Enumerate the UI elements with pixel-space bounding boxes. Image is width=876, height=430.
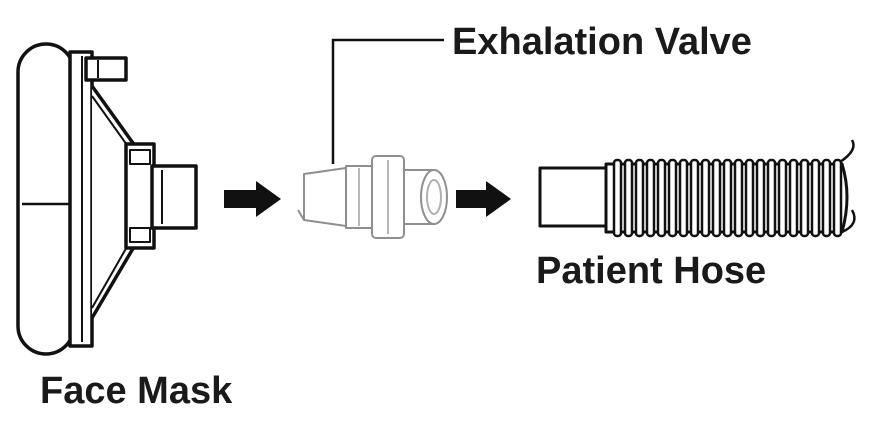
hose-corrugations xyxy=(612,158,843,238)
hose-rib xyxy=(634,158,645,238)
hose-rib xyxy=(623,158,634,238)
hose-rib xyxy=(766,158,777,238)
hose-rib xyxy=(722,158,733,238)
hose-rib xyxy=(667,158,678,238)
face-mask xyxy=(16,42,198,356)
hose-rib xyxy=(744,158,755,238)
hose-rib xyxy=(733,158,744,238)
valve-body xyxy=(303,167,347,227)
patient-hose xyxy=(538,139,856,238)
hose-cut-end xyxy=(839,139,856,234)
exhalation-valve-label: Exhalation Valve xyxy=(452,21,752,63)
hose-rib xyxy=(612,158,623,238)
patient-hose-label: Patient Hose xyxy=(536,250,767,292)
hose-rib xyxy=(678,158,689,238)
valve-leader-line xyxy=(331,38,444,164)
mask-strap-clip xyxy=(84,56,128,82)
hose-rib xyxy=(799,158,810,238)
hose-rib xyxy=(810,158,821,238)
hose-rib xyxy=(700,158,711,238)
hose-rib xyxy=(755,158,766,238)
exhalation-valve xyxy=(297,155,448,239)
right-arrow-icon xyxy=(224,181,281,217)
hose-rib xyxy=(821,158,832,238)
right-arrow-icon xyxy=(456,181,511,217)
hose-rib xyxy=(777,158,788,238)
face-mask-label: Face Mask xyxy=(40,370,233,412)
hose-rib xyxy=(832,158,843,238)
mask-port xyxy=(150,164,198,230)
hose-rib xyxy=(788,158,799,238)
mask-cushion xyxy=(16,42,76,356)
hose-rib xyxy=(645,158,656,238)
hose-rib xyxy=(656,158,667,238)
hose-rib xyxy=(711,158,722,238)
hose-rib xyxy=(689,158,700,238)
hose-cuff xyxy=(538,166,608,228)
